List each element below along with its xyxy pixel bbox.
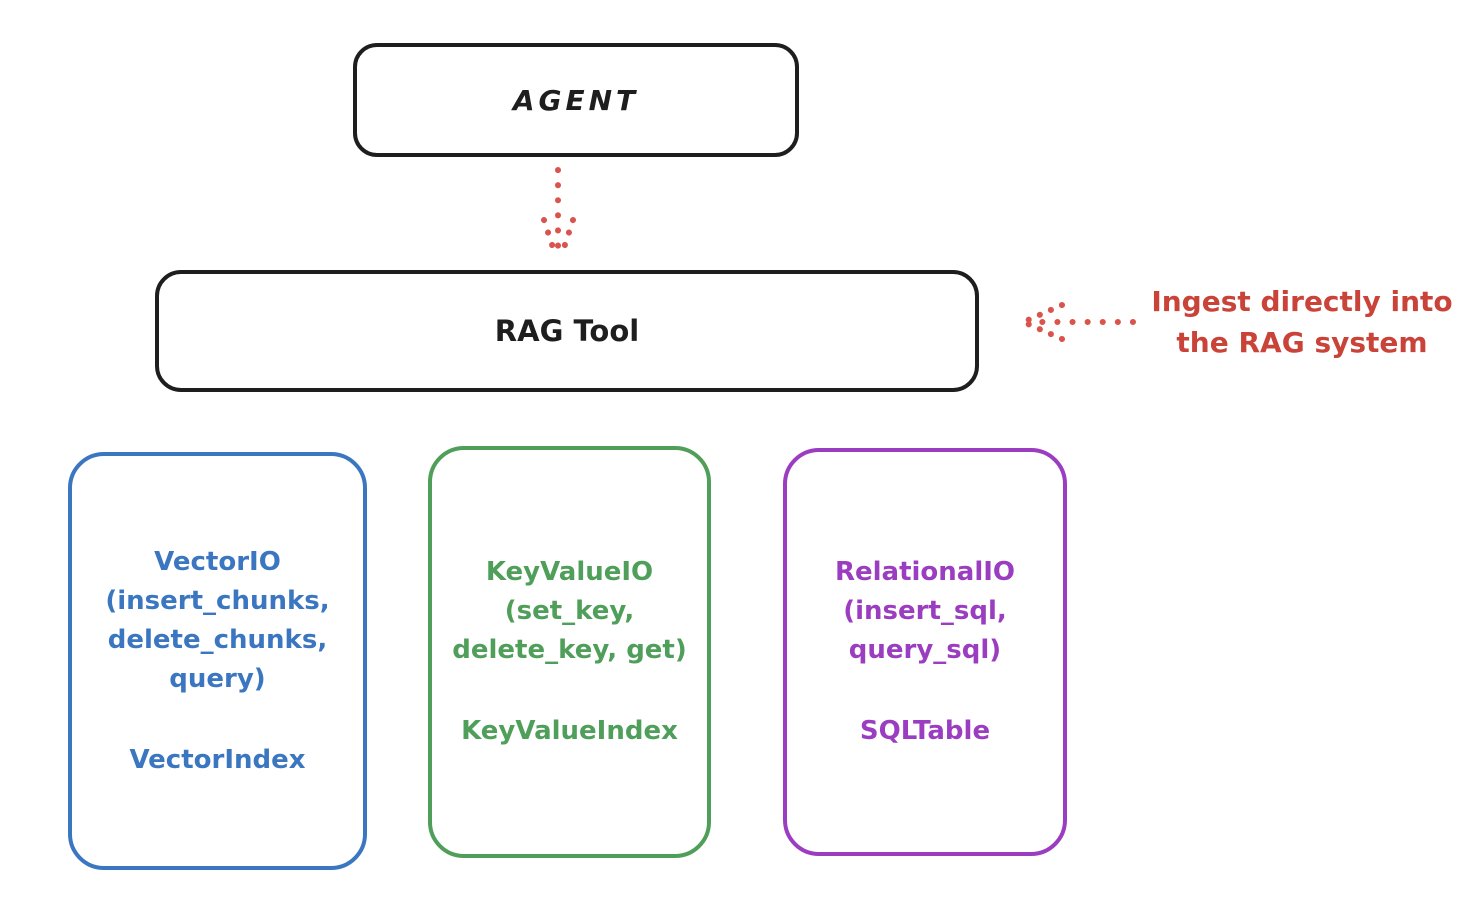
rag-tool-node-label: RAG Tool [494, 314, 640, 348]
dotted-arrow-down [541, 167, 576, 260]
backend-node-relationalio: RelationalIO (insert_sql, query_sql) SQL… [783, 448, 1067, 856]
backend-methods-vectorio: VectorIO (insert_chunks, delete_chunks, … [105, 546, 330, 694]
backend-index-relationalio: SQLTable [859, 716, 991, 746]
backend-methods-relationalio: RelationalIO (insert_sql, query_sql) [834, 557, 1016, 665]
backend-methods-keyvalueio: KeyValueIO (set_key, delete_key, get) [452, 557, 687, 665]
dotted-arrow-left [1025, 302, 1136, 342]
agent-node: AGENT [353, 43, 799, 157]
ingest-annotation: Ingest directly into the RAG system [1151, 285, 1453, 359]
backend-node-vectorio: VectorIO (insert_chunks, delete_chunks, … [68, 452, 367, 870]
backend-node-keyvalueio: KeyValueIO (set_key, delete_key, get) Ke… [428, 446, 711, 858]
backend-index-keyvalueio: KeyValueIndex [461, 716, 678, 746]
agent-node-label: AGENT [512, 83, 640, 117]
backend-index-vectorio: VectorIndex [129, 744, 306, 775]
rag-tool-node: RAG Tool [155, 270, 979, 392]
